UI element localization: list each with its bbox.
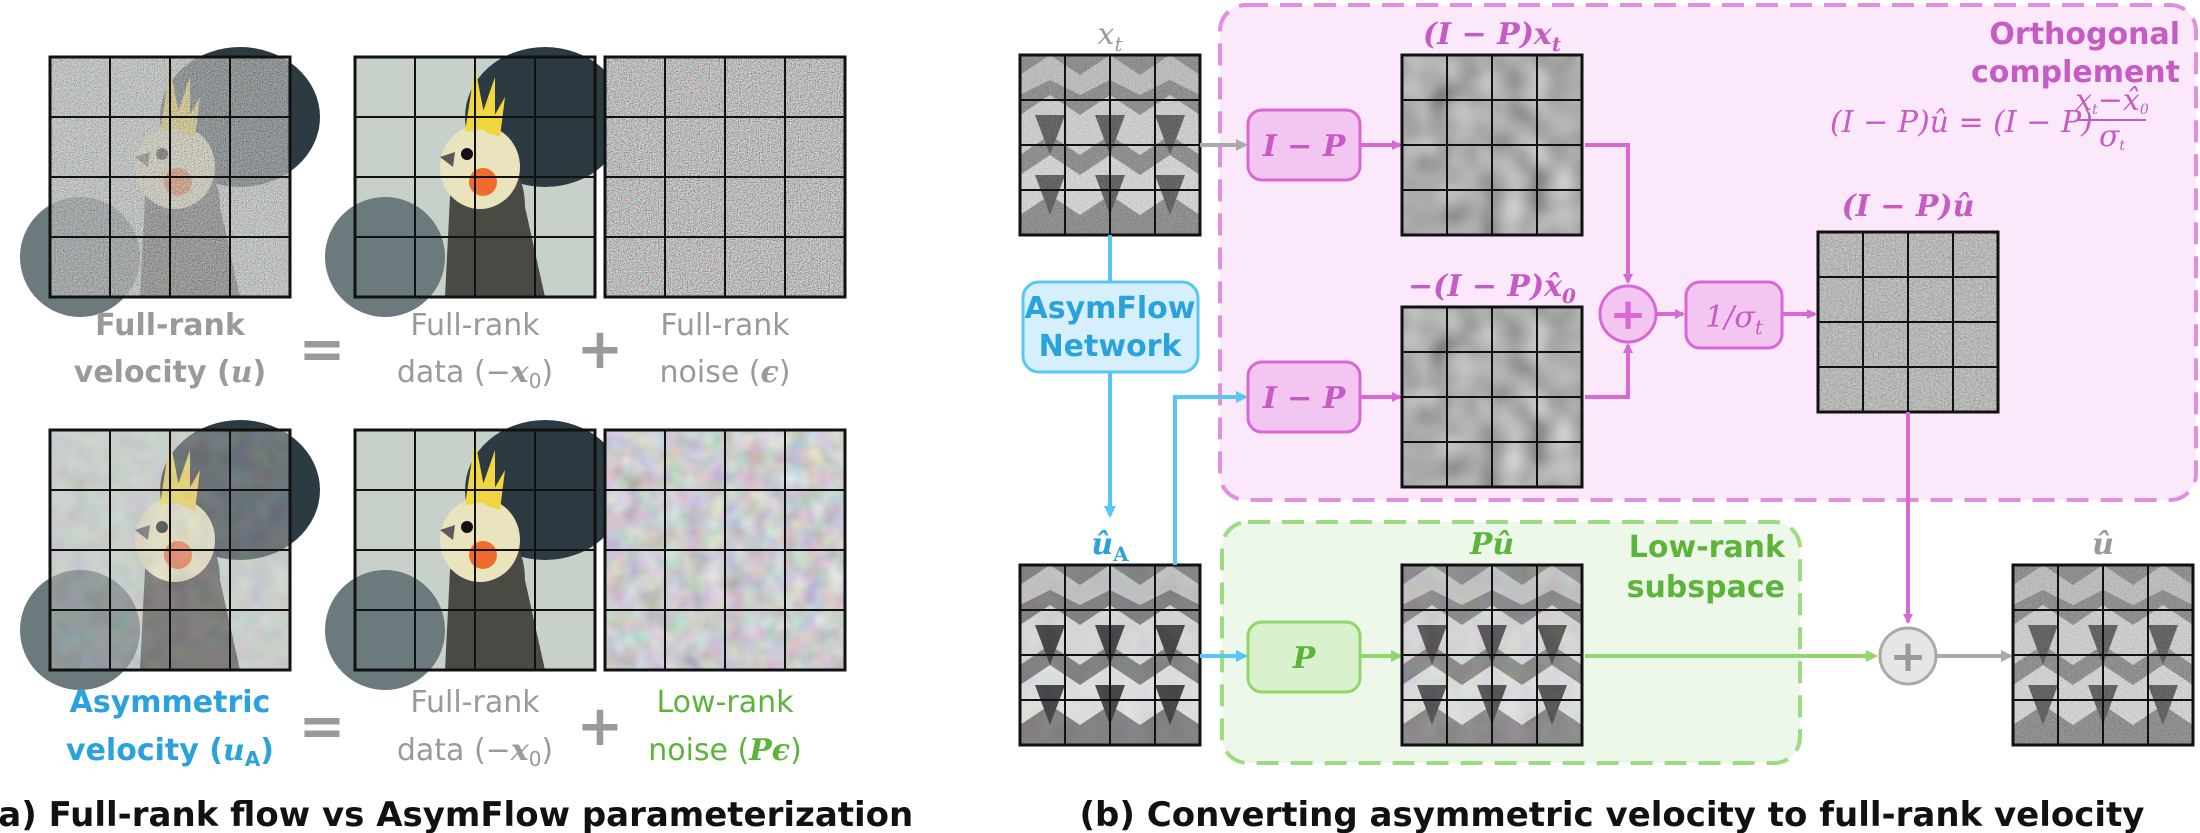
panel-b: Orthogonal complement (I − P)û = (I − P)… [1018,3,2198,833]
network-line1: AsymFlow [1025,291,1196,326]
row1-left-line2: velocity (u) [74,355,266,390]
pu-label: Pû [1469,527,1514,562]
svg-text:xt−x̂0: xt−x̂0 [2075,83,2149,118]
svg-text:+: + [1890,631,1927,682]
orthogonal-label-line2: complement [1971,55,2180,90]
orthogonal-label-line1: Orthogonal [1989,17,2180,52]
low-rank-label-line2: subspace [1627,570,1785,605]
asymmetric-velocity-image [20,420,320,690]
row1-plus: + [577,317,624,382]
ipx0-to-sum-arrow [1585,343,1633,399]
low-rank-noise-image [603,428,847,672]
orthogonal-equation: (I − P)û = (I − P) xt−x̂0 σt [1830,83,2149,154]
row1-equals: = [299,317,346,382]
full-rank-noise-image [603,55,847,299]
ipu-image [1816,230,2000,414]
row2-right-line2: noise (Pϵ) [648,733,802,768]
row2-equals: = [299,694,346,759]
xt-image [1018,53,1202,237]
ua-to-ip-arrow [1173,391,1248,565]
network-line2: Network [1039,329,1183,364]
low-rank-label-line1: Low-rank [1629,530,1786,565]
ua-image [1018,563,1202,747]
row1-mid-line1: Full-rank [410,308,540,343]
u-output-image [2011,563,2195,747]
row2-mid-line1: Full-rank [410,685,540,720]
row1-mid-line2: data (−x0) [397,355,553,393]
ua-label: ûA [1091,527,1129,566]
ipxt-to-sum-arrow [1585,143,1633,284]
svg-text:σt: σt [2099,119,2125,154]
ipxt-label: (I − P)xt [1423,17,1562,56]
ipxt-image [1400,53,1584,237]
full-rank-data-image-1 [325,47,625,317]
row2-left-line2: velocity (uA) [66,733,274,771]
xt-label: xt [1098,17,1124,56]
svg-text:(I − P)û = (I − P): (I − P)û = (I − P) [1830,105,2093,140]
full-rank-data-image-2 [325,420,625,690]
ipu-label: (I − P)û [1842,189,1975,224]
row1-left-line1: Full-rank [95,308,246,343]
pu-image [1400,563,1584,747]
ipx0-image [1400,305,1584,489]
svg-text:+: + [1610,289,1647,340]
svg-text:1/σt: 1/σt [1705,300,1764,339]
full-rank-velocity-image [20,47,320,317]
svg-text:I − P: I − P [1262,381,1347,416]
row2-plus: + [577,694,624,759]
ipx0-label: −(I − P)x̂0 [1408,269,1576,308]
svg-text:P: P [1292,641,1317,676]
panel-a: Full-rank velocity (u) = Full-rank data … [0,47,913,833]
row1-right-line2: noise (ϵ) [659,355,790,390]
row2-left-line1: Asymmetric [70,685,271,720]
u-output-label: û [2092,527,2114,562]
row1-right-line1: Full-rank [660,308,790,343]
row2-mid-line2: data (−x0) [397,733,553,771]
caption-a: (a) Full-rank flow vs AsymFlow parameter… [0,795,913,833]
row2-right-line1: Low-rank [656,685,794,720]
caption-b: (b) Converting asymmetric velocity to fu… [1080,795,2145,833]
svg-text:I − P: I − P [1262,129,1347,164]
